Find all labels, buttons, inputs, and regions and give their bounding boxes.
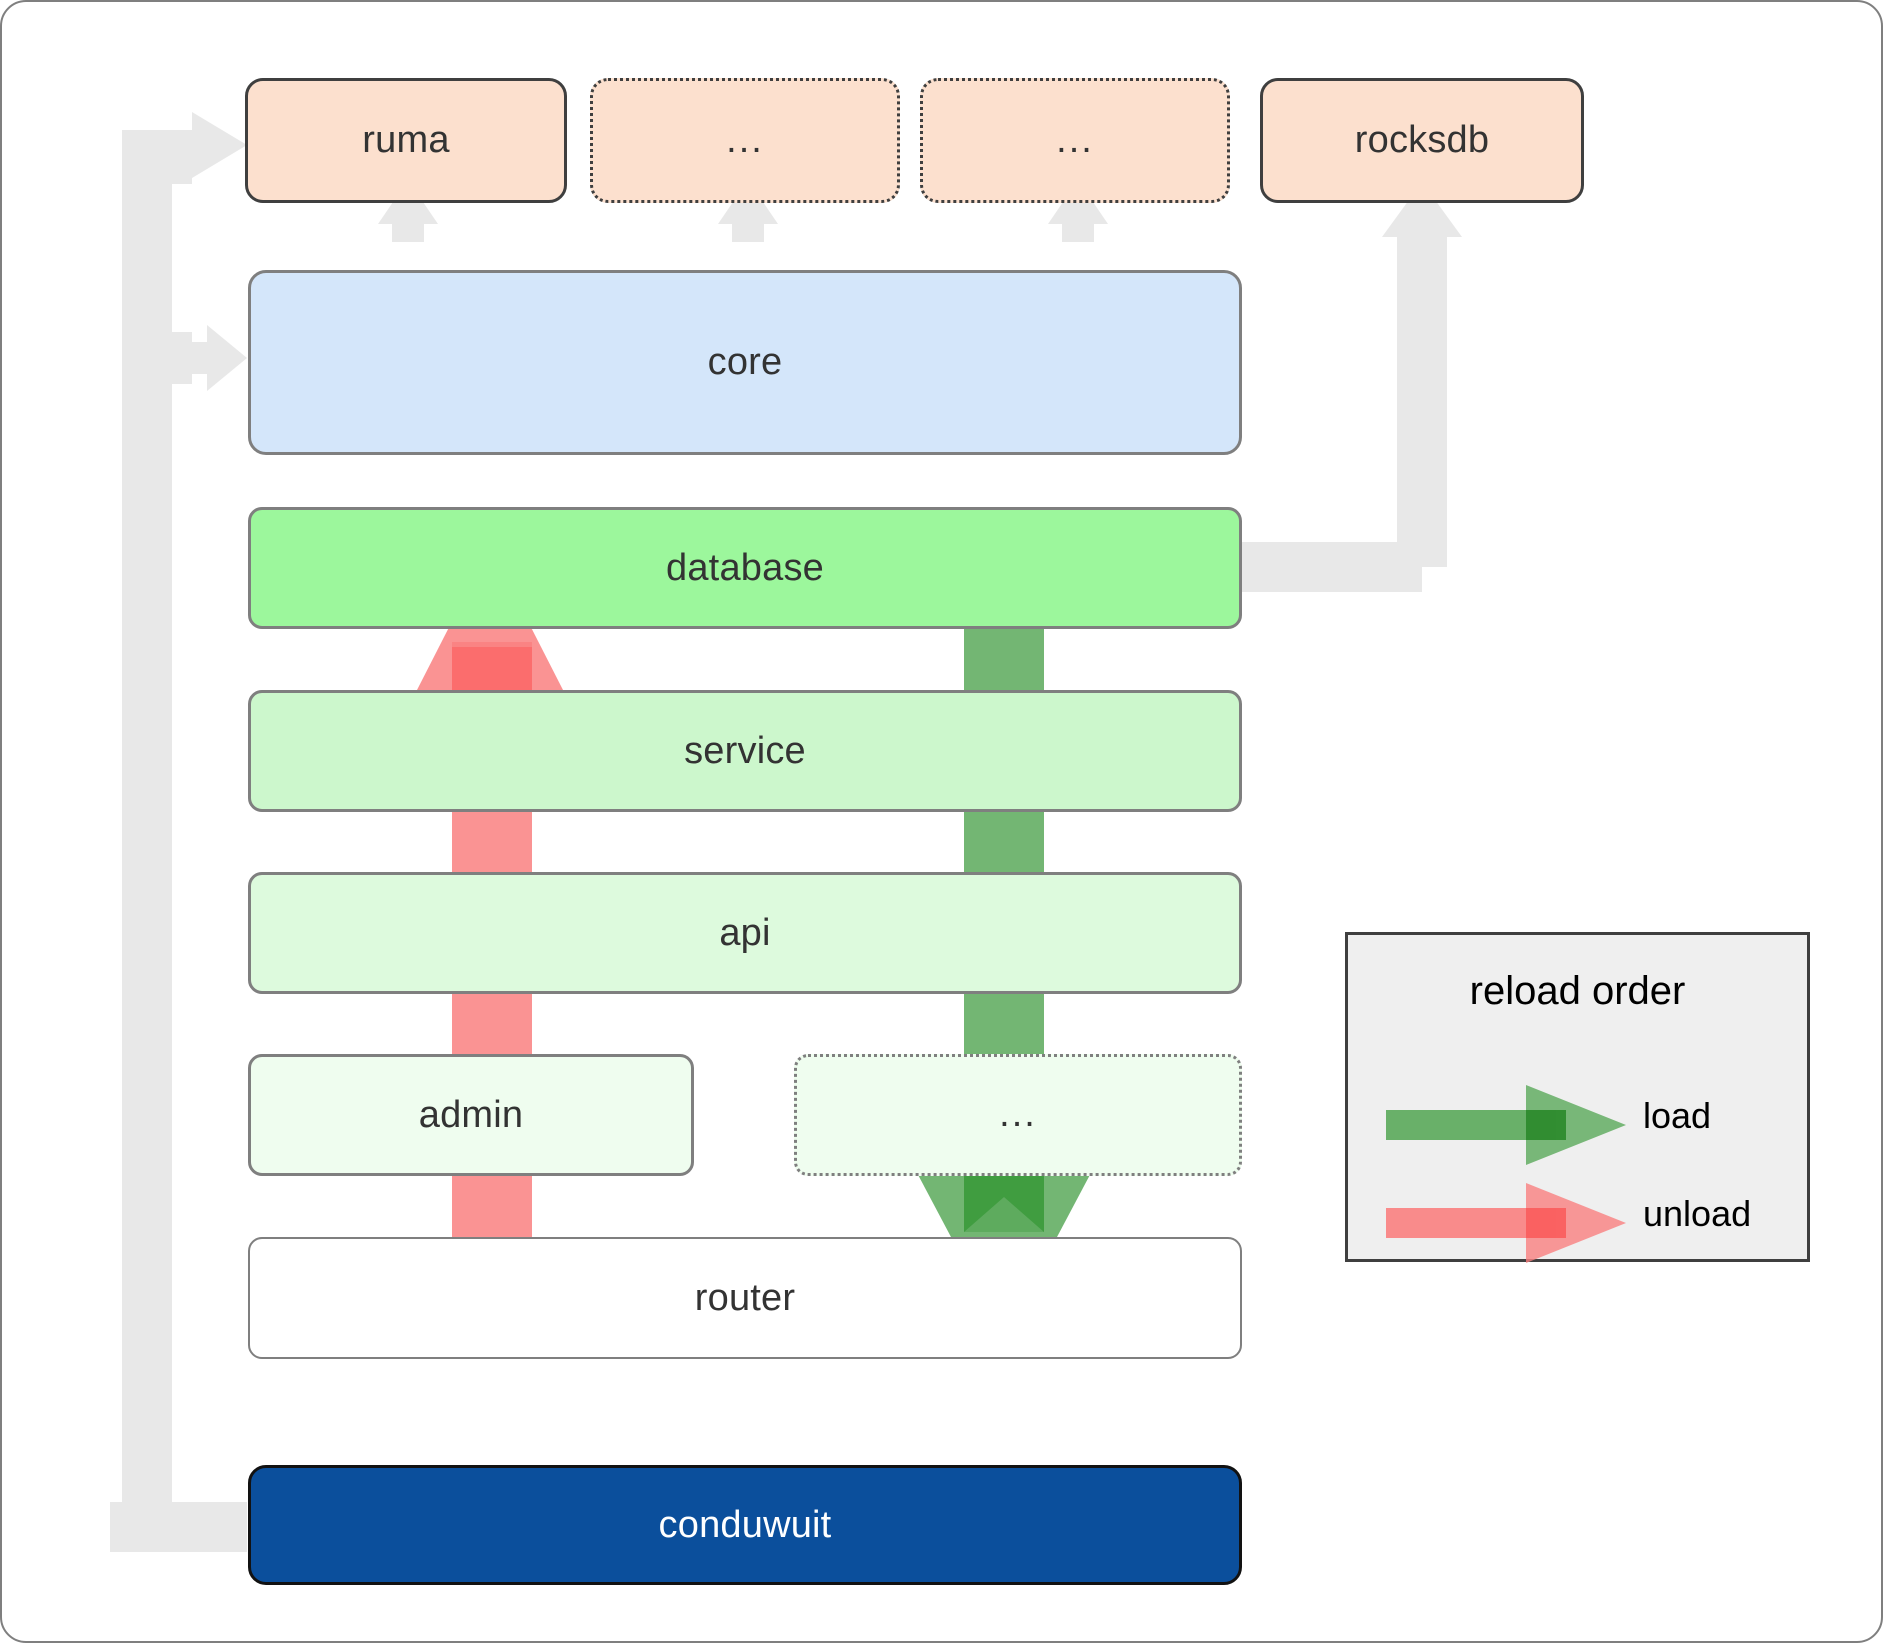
layer-label-database: database <box>666 546 824 589</box>
dependency-label-ruma: ruma <box>362 119 450 161</box>
dependency-box-dep-a[interactable]: ... <box>590 78 900 203</box>
layer-label-service: service <box>684 729 806 772</box>
dependency-box-ruma[interactable]: ruma <box>245 78 567 203</box>
layer-box-service[interactable]: service <box>248 690 1242 812</box>
connector-database-to-rocksdb <box>1236 182 1462 592</box>
layer-label-more: ... <box>999 1093 1037 1136</box>
layer-box-admin[interactable]: admin <box>248 1054 694 1176</box>
dependency-label-dep-b: ... <box>1056 118 1094 161</box>
legend-label-unload: unload <box>1643 1193 1752 1234</box>
legend-panel: reload order load unload <box>1345 932 1810 1263</box>
layer-box-core[interactable]: core <box>248 270 1242 455</box>
legend-label-load: load <box>1643 1095 1712 1136</box>
dependency-label-dep-a: ... <box>726 118 764 161</box>
dependency-box-rocksdb[interactable]: rocksdb <box>1260 78 1584 203</box>
layer-label-core: core <box>707 341 783 383</box>
layer-box-database[interactable]: database <box>248 507 1242 629</box>
layer-box-more[interactable]: ... <box>794 1054 1242 1176</box>
connector-trunk-inner <box>147 145 172 1535</box>
layer-label-router: router <box>694 1276 796 1319</box>
legend-title: reload order <box>1469 969 1686 1013</box>
connector-trunk <box>122 132 150 1532</box>
layer-label-admin: admin <box>418 1093 524 1136</box>
legend-load-arrow-icon <box>1386 1085 1626 1165</box>
root-label-conduwuit: conduwuit <box>658 1503 832 1546</box>
layer-box-router[interactable]: router <box>248 1237 1242 1359</box>
legend-unload-arrow-icon <box>1386 1183 1626 1263</box>
dependency-box-dep-b[interactable]: ... <box>920 78 1230 203</box>
dependency-label-rocksdb: rocksdb <box>1354 119 1490 161</box>
layer-box-api[interactable]: api <box>248 872 1242 994</box>
layer-label-api: api <box>719 911 771 954</box>
root-box-conduwuit[interactable]: conduwuit <box>248 1465 1242 1585</box>
